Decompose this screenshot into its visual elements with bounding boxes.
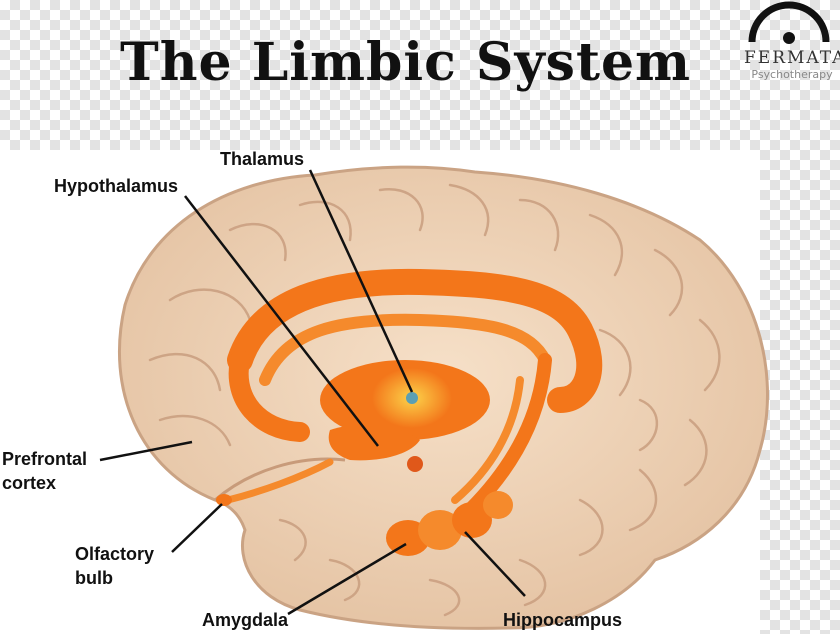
label-prefrontal: Prefrontal [2,449,88,469]
fermata-logo-icon [748,1,830,44]
page-title: The Limbic System [120,32,692,93]
label-hypothalamus: Hypothalamus [54,176,179,196]
leader-lines [99,169,526,616]
label-hippocampus: Hippocampus [503,610,623,630]
logo-name: FERMATA [744,48,840,68]
limbic-structures [216,268,603,556]
brain-folds [148,183,721,617]
label-cortex: cortex [2,473,57,493]
logo-subtitle: Psychotherapy [751,68,833,81]
label-bulb: bulb [75,568,113,588]
label-amygdala: Amygdala [202,610,289,630]
label-thalamus: Thalamus [220,149,305,169]
label-olfactory: Olfactory [75,544,155,564]
